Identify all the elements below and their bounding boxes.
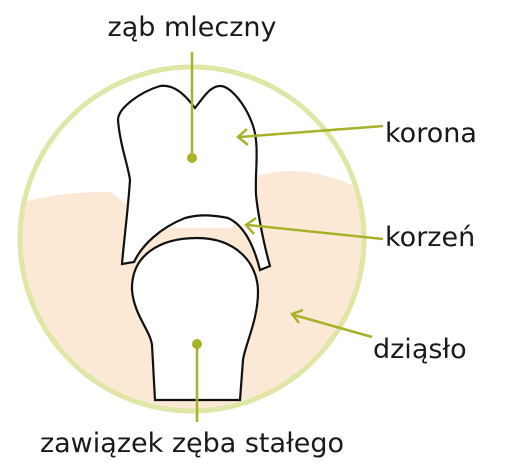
label-gum: dziąsło bbox=[373, 334, 467, 365]
pointer-dot-milk-tooth bbox=[187, 153, 197, 163]
label-milk-tooth: ząb mleczny bbox=[108, 12, 277, 43]
label-root: korzeń bbox=[385, 222, 475, 253]
label-permanent-tooth-bud: zawiązek zęba stałego bbox=[40, 428, 344, 459]
pointer-dot-permanent-tooth bbox=[192, 339, 202, 349]
label-crown: korona bbox=[385, 118, 477, 149]
